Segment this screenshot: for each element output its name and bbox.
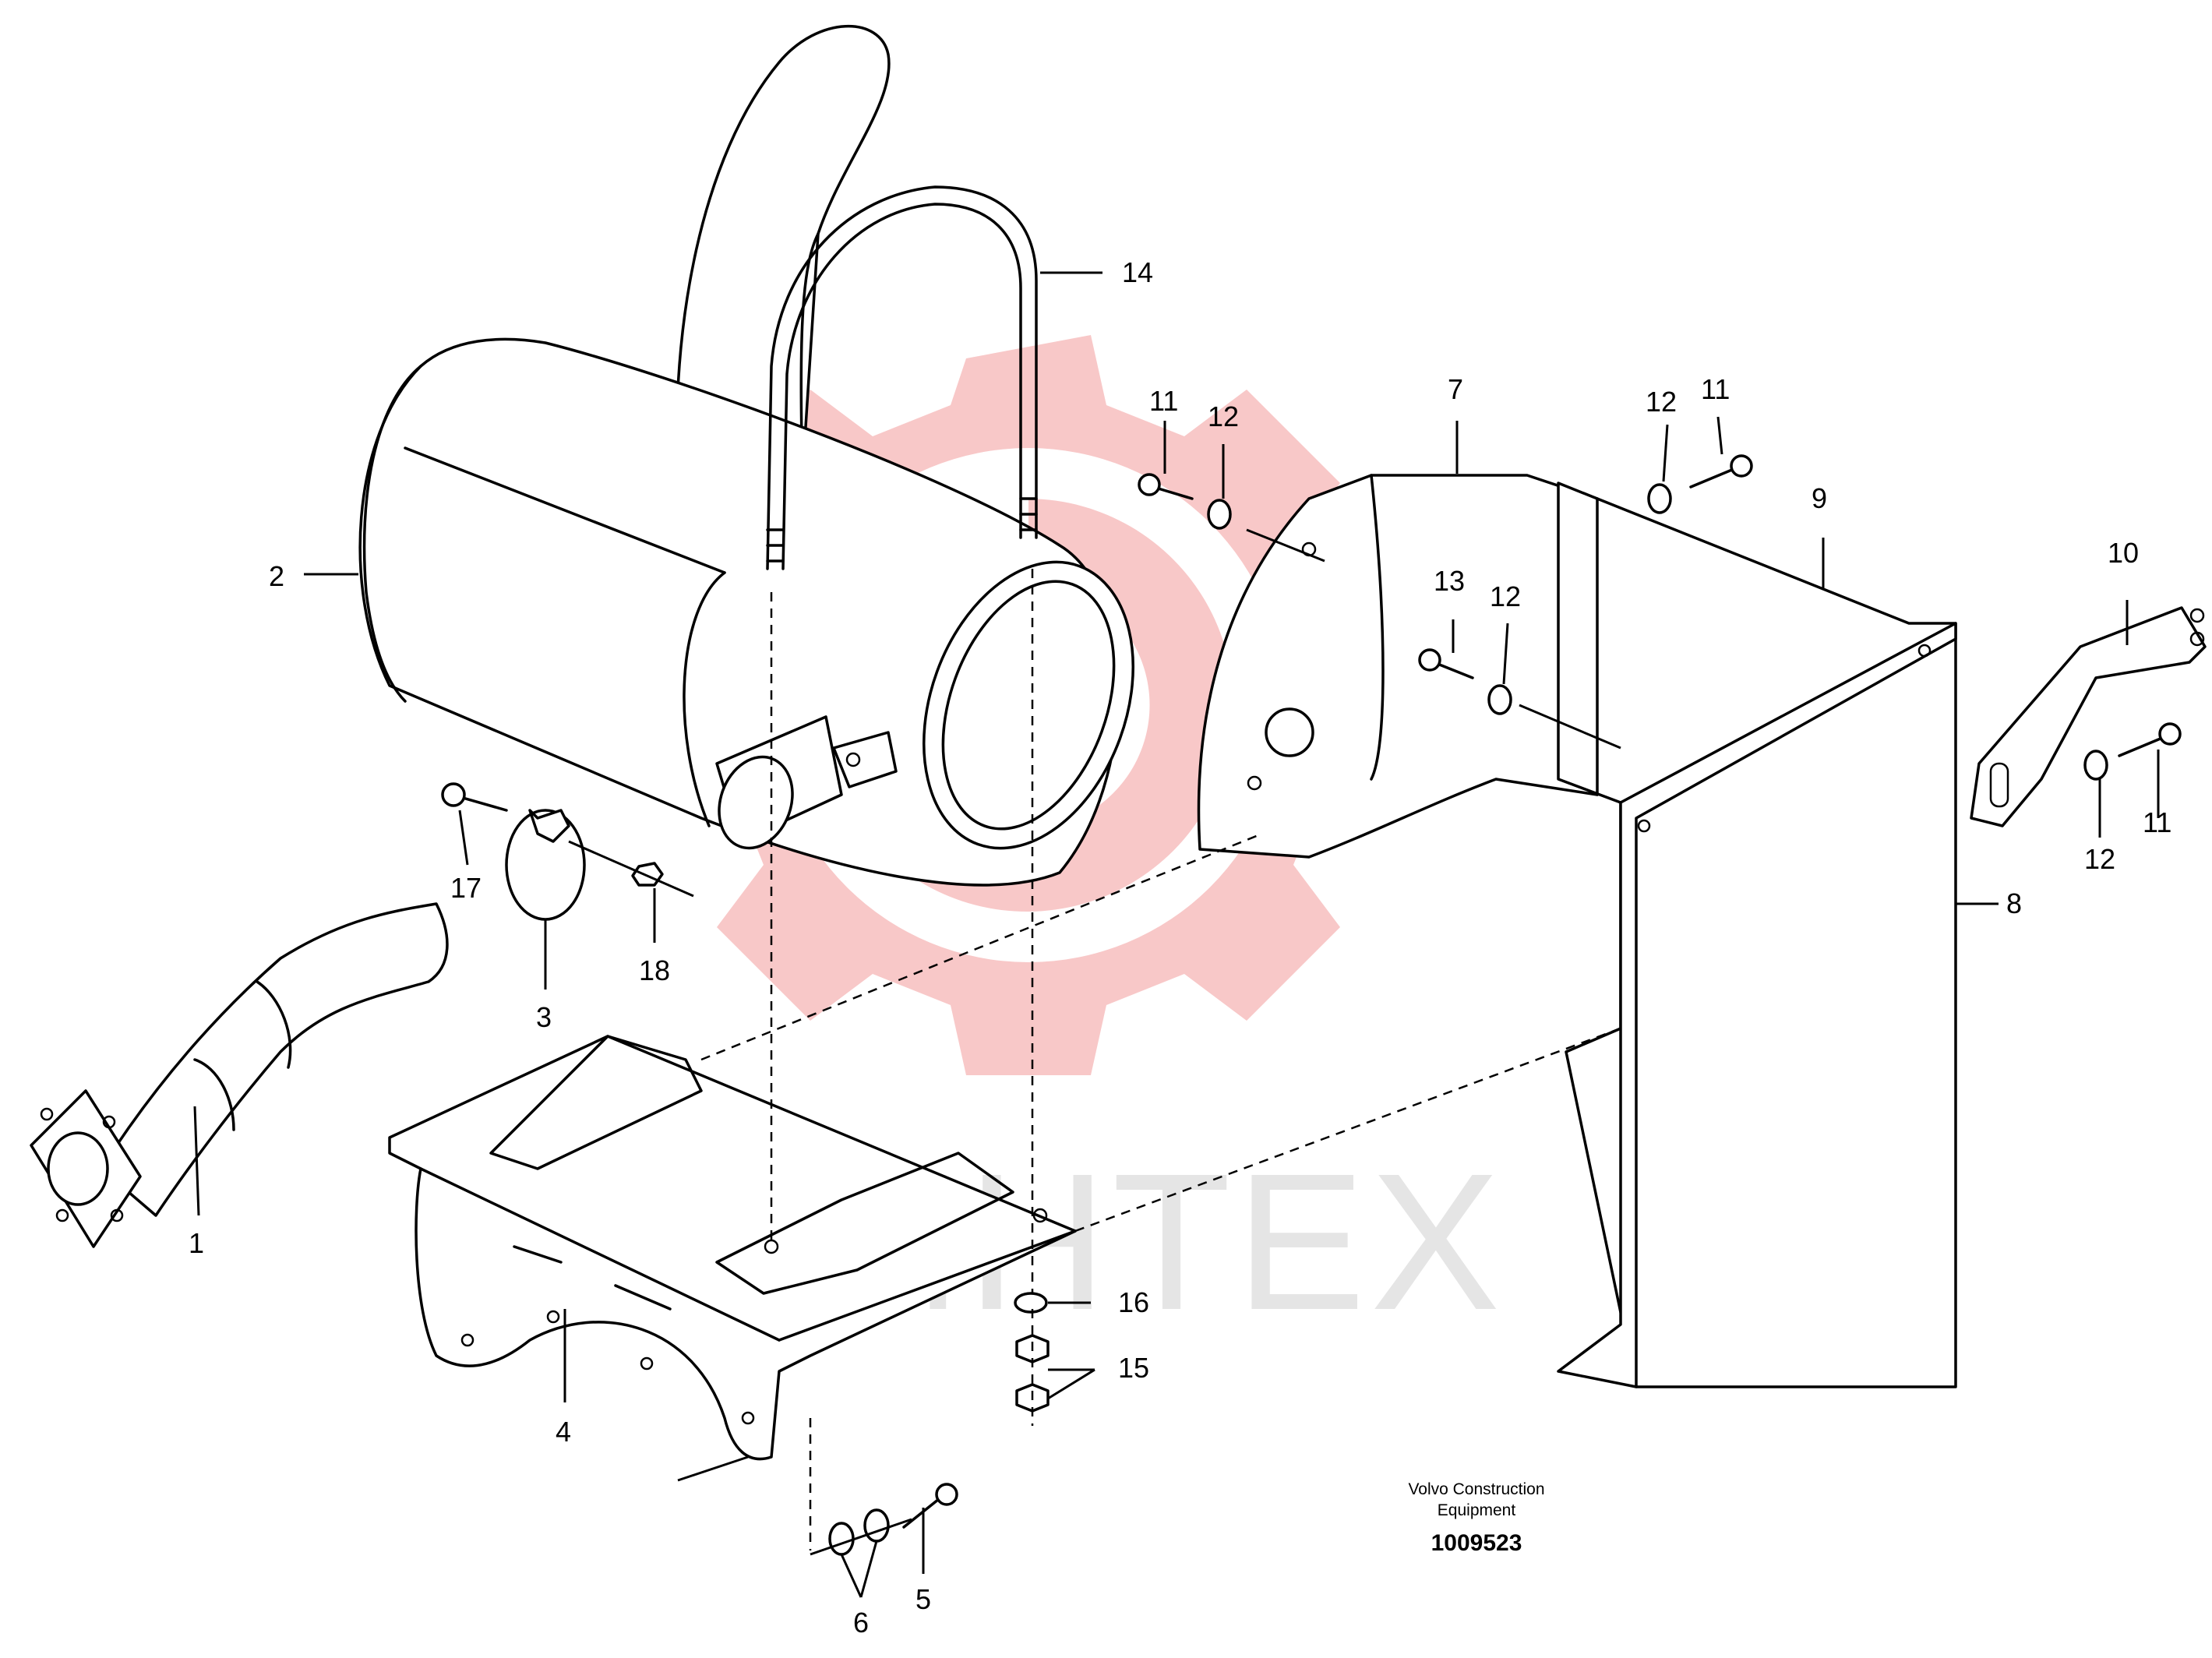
washer-12d [2083,750,2108,781]
bolt-11c [2118,722,2182,757]
callout-10: 10 [2108,537,2139,569]
mounting-bracket [388,1035,1077,1461]
callout-8: 8 [2006,887,2022,919]
callout-11c: 11 [2143,806,2171,838]
bolt-5 [902,1483,958,1529]
washer-12b [1647,483,1672,514]
callout-1: 1 [189,1227,204,1259]
callout-2: 2 [269,560,284,592]
callout-7: 7 [1448,373,1463,405]
washer-12c [1487,684,1512,715]
callout-9: 9 [1812,482,1827,514]
heat-shield-inner [1197,474,1599,859]
callout-11b: 11 [1701,373,1730,405]
bolt-11a [1138,473,1194,500]
washer-16 [1014,1292,1048,1314]
credit-line-2: Equipment [1438,1501,1516,1519]
bolt-13 [1418,648,1474,679]
u-bolt [766,185,1038,570]
callout-12d: 12 [2084,843,2115,875]
washer-12a [1207,499,1232,530]
washer-6 [828,1508,890,1556]
callout-16: 16 [1118,1286,1149,1318]
credit-line-1: Volvo Construction [1408,1480,1544,1498]
callout-15: 15 [1118,1352,1149,1384]
clamp [505,809,586,921]
callout-14: 14 [1122,256,1153,288]
callout-6: 6 [853,1607,869,1639]
callout-3: 3 [536,1001,552,1033]
callout-13: 13 [1434,565,1465,597]
callout-12b: 12 [1646,386,1677,418]
callout-18: 18 [639,954,670,986]
clamp-bolt [441,782,508,812]
bolt-11b [1689,454,1753,489]
callout-5: 5 [915,1583,931,1615]
muffler [358,24,1134,887]
nut-15 [1015,1334,1050,1413]
heat-shield-side [1557,482,1957,1388]
side-bracket [1970,606,2207,827]
clamp-nut [631,862,664,887]
callout-4: 4 [556,1416,571,1448]
callout-12c: 12 [1490,580,1521,612]
drawing-part-number: 1009523 [1431,1530,1522,1556]
callout-11a: 11 [1149,385,1178,417]
callout-17: 17 [450,872,482,904]
heat-shield-outer [1557,622,1957,1388]
exhaust-pipe [30,902,449,1248]
callout-12a: 12 [1208,400,1239,432]
